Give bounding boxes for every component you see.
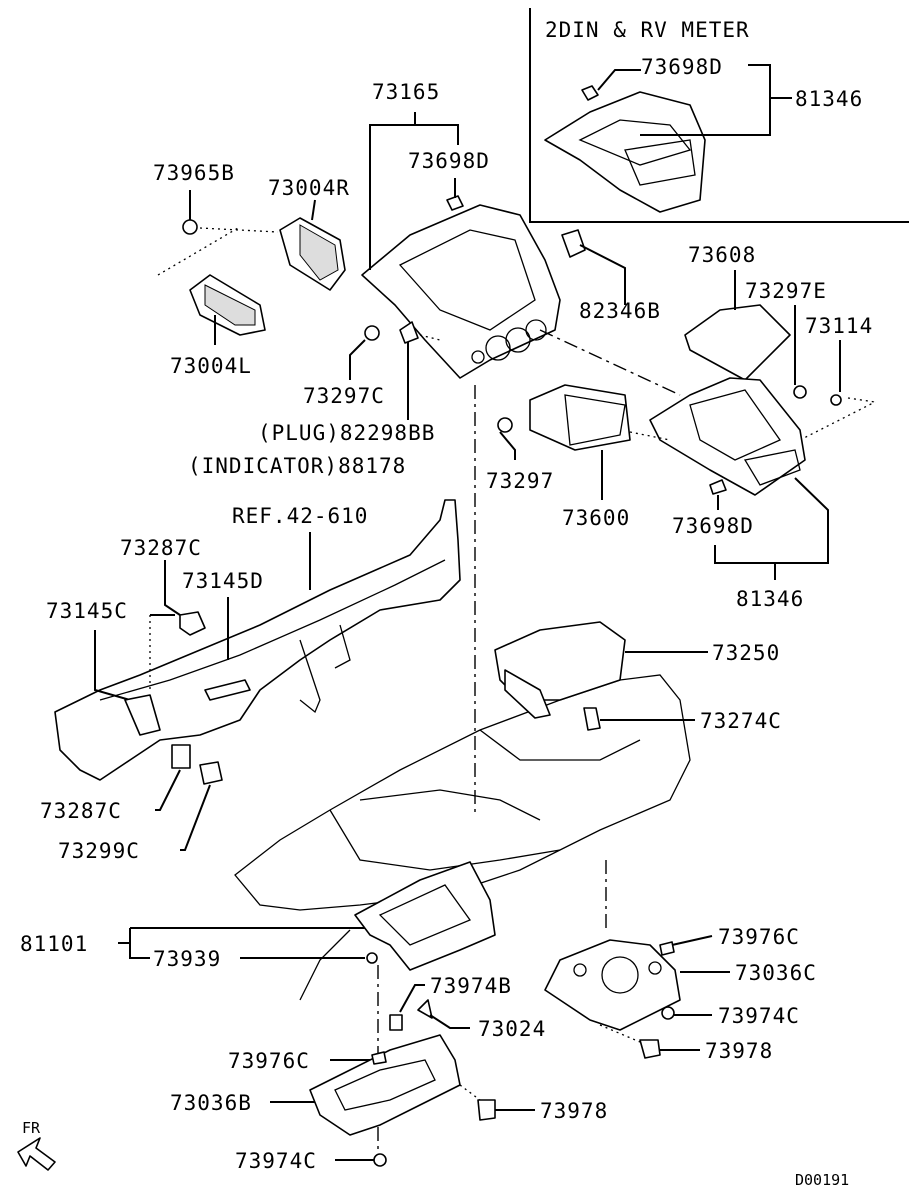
label-81101: 81101	[20, 932, 88, 956]
screw-73965B	[182, 219, 198, 235]
label-73024: 73024	[478, 1017, 546, 1041]
inset-label-81346: 81346	[795, 87, 863, 111]
screw-73974B	[389, 1014, 403, 1031]
inset-meter-hood	[544, 91, 706, 213]
label-73297: 73297	[486, 469, 554, 493]
screw-73974C-right	[661, 1006, 675, 1020]
nut-73299C	[199, 761, 223, 785]
label-73297C: 73297C	[303, 384, 385, 408]
bracket-73145D	[204, 679, 251, 701]
diagram-code: D00191	[795, 1171, 849, 1187]
label-73004L: 73004L	[170, 354, 252, 378]
label-73274C: 73274C	[700, 709, 782, 733]
label-73145C: 73145C	[46, 599, 128, 623]
label-73600: 73600	[562, 506, 630, 530]
bracket-82346B	[561, 229, 586, 258]
reinforcement-frame	[54, 499, 461, 781]
cover-73608	[684, 304, 791, 381]
label-73036B: 73036B	[170, 1091, 252, 1115]
bolt-73287C-top	[179, 611, 206, 636]
fr-label: FR	[22, 1119, 41, 1137]
label-73004R: 73004R	[268, 176, 350, 200]
label-73974C-bot: 73974C	[235, 1149, 317, 1173]
label-73287C-top: 73287C	[120, 536, 202, 560]
label-73297E: 73297E	[745, 279, 827, 303]
clip-73978-right	[639, 1039, 661, 1059]
label-73698D-top: 73698D	[408, 149, 490, 173]
label-73165: 73165	[372, 80, 440, 104]
label-73608: 73608	[688, 243, 756, 267]
instrument-panel	[234, 674, 691, 1001]
bracket-73036C	[544, 939, 681, 1031]
label-73250: 73250	[712, 641, 780, 665]
clip-73939	[366, 952, 378, 964]
meter-hood-73165	[361, 204, 561, 379]
bolt-73287C-bot	[171, 744, 191, 769]
fr-arrow-icon	[17, 1137, 56, 1171]
glove-box-73250	[494, 621, 626, 719]
clip-73976C-left	[371, 1051, 387, 1065]
label-73939: 73939	[153, 947, 221, 971]
label-73978-left: 73978	[540, 1099, 608, 1123]
screw-73297C	[364, 325, 380, 341]
label-73965B: 73965B	[153, 161, 235, 185]
bracket-73600	[529, 384, 631, 451]
inset-title: 2DIN & RV METER	[545, 18, 750, 42]
vent-73004R	[279, 217, 346, 291]
clip-73978-left	[477, 1099, 496, 1121]
clip-73024	[417, 999, 433, 1019]
lower-panel-81101	[354, 861, 496, 971]
label-73036C: 73036C	[735, 961, 817, 985]
clip-73274C	[583, 707, 601, 731]
label-73978-right: 73978	[705, 1039, 773, 1063]
label-73287C-bot: 73287C	[40, 799, 122, 823]
hood-81346	[649, 377, 806, 496]
label-73299C: 73299C	[58, 839, 140, 863]
label-73976C-right: 73976C	[718, 925, 800, 949]
screw-73297E	[793, 385, 807, 399]
label-82298BB: (PLUG)82298BB	[258, 421, 435, 445]
label-73974C-right: 73974C	[718, 1004, 800, 1028]
clip-73976C-right	[659, 941, 675, 956]
label-73698D-mid: 73698D	[672, 514, 754, 538]
inset-box: 2DIN & RV METER 73698D 81346	[529, 8, 909, 223]
label-73145D: 73145D	[182, 569, 264, 593]
inset-clip	[581, 85, 599, 101]
label-81346: 81346	[736, 587, 804, 611]
label-82346B: 82346B	[579, 299, 661, 323]
bracket-73145C	[124, 694, 161, 736]
bracket-73036B	[309, 1034, 461, 1136]
screw-73974C-bot	[373, 1153, 387, 1167]
label-73114: 73114	[805, 314, 873, 338]
inset-label-73698D: 73698D	[641, 55, 723, 79]
clip-73698D	[446, 195, 464, 211]
clip-73114	[830, 394, 842, 406]
front-arrow: FR	[17, 1119, 56, 1171]
vent-73004L	[189, 274, 266, 336]
label-ref: REF.42-610	[232, 504, 368, 528]
label-73974B: 73974B	[430, 974, 512, 998]
screw-73297	[497, 417, 513, 433]
plug-82298BB	[399, 321, 419, 344]
label-73976C-left: 73976C	[228, 1049, 310, 1073]
clip-73698D-mid	[709, 479, 727, 495]
label-88178: (INDICATOR)88178	[188, 454, 406, 478]
